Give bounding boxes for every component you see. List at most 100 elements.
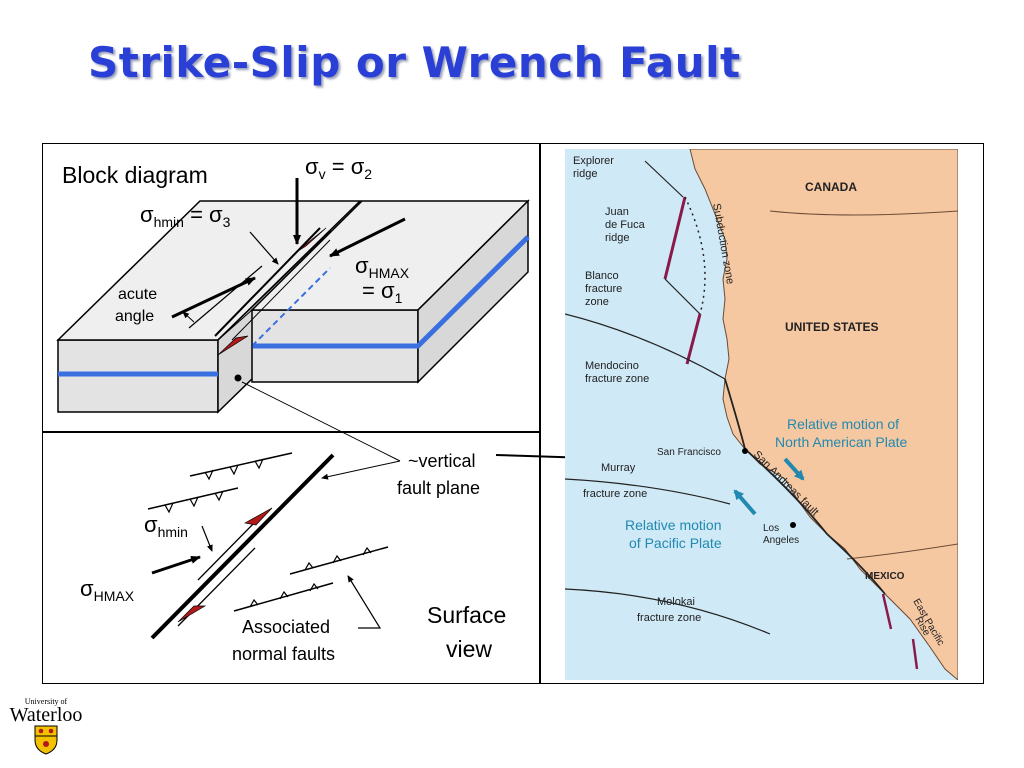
associated-label-1: Associated xyxy=(242,617,330,637)
na-motion-label-2: North American Plate xyxy=(775,434,907,450)
equals-sign: = xyxy=(190,202,203,227)
normal-fault-1 xyxy=(189,452,293,481)
sf-dot xyxy=(742,448,748,454)
surface-hmax-subscript: HMAX xyxy=(94,588,135,604)
murray-label-1: Murray xyxy=(601,462,636,474)
equals-sign: = xyxy=(332,154,345,179)
sigma-1-label: = σ1 xyxy=(362,278,403,306)
hmax-subscript: HMAX xyxy=(369,265,410,281)
surface-hmax-label: σHMAX xyxy=(80,576,135,604)
normal-fault-2 xyxy=(147,487,239,514)
sigma-glyph: σ xyxy=(305,154,319,179)
sigma-hmax-arrow xyxy=(329,217,406,258)
surface-view-label-2: view xyxy=(446,636,492,662)
juan-label-2: de Fuca xyxy=(605,219,646,231)
fault-plane-label-2: fault plane xyxy=(397,478,480,498)
sigma-v-subscript: v xyxy=(319,166,326,182)
pac-motion-label-2: of Pacific Plate xyxy=(629,535,722,551)
slide-title: Strike-Slip or Wrench Fault xyxy=(88,38,741,87)
normal-fault-3 xyxy=(289,546,389,575)
sigma-3-subscript: 3 xyxy=(223,214,231,230)
acute-angle-label-1: acute xyxy=(118,286,157,303)
fault-plane-pointer-up xyxy=(241,381,401,462)
sf-label: San Francisco xyxy=(657,447,721,458)
equals-sign: = xyxy=(362,278,375,303)
juan-label-1: Juan xyxy=(605,206,629,218)
na-motion-arrow xyxy=(783,457,805,481)
block-diagram-label: Block diagram xyxy=(62,162,208,188)
explorer-fracture xyxy=(644,160,684,198)
blanco-label-1: Blanco xyxy=(585,270,619,282)
canada-us-border xyxy=(769,210,958,216)
pac-motion-arrow xyxy=(733,489,757,516)
surface-view-label-1: Surface xyxy=(427,602,506,628)
figure-frame xyxy=(42,143,984,684)
crest-icon xyxy=(34,725,58,755)
la-dot xyxy=(790,522,796,528)
normal-fault-4 xyxy=(233,582,334,612)
sigma-v-label: σv = σ2 xyxy=(305,154,372,182)
surface-hmin-label: σhmin xyxy=(144,512,188,540)
slip-arrow-lower xyxy=(217,335,249,356)
na-motion-label-1: Relative motion of xyxy=(787,416,899,432)
mexico-label: MEXICO xyxy=(865,571,905,582)
juan-label-3: ridge xyxy=(605,232,629,244)
sigma-hmin-label: σhmin = σ3 xyxy=(140,202,231,230)
fault-point xyxy=(234,374,242,382)
blanco-fracture xyxy=(664,278,701,315)
surface-slip-arrow-upper xyxy=(243,507,273,526)
la-label-1: Los xyxy=(763,523,779,534)
surface-hmax-arrow xyxy=(151,555,201,575)
surface-slip-arrow-lower xyxy=(177,605,207,623)
acute-angle-pointer xyxy=(182,311,195,323)
molokai-label-2: fracture zone xyxy=(637,612,701,624)
plate-boundary-map: Explorer ridge Juan de Fuca ridge Blanco… xyxy=(565,149,958,680)
blanco-ridge xyxy=(685,313,702,365)
horizontal-divider xyxy=(42,431,540,433)
hmax-lower-arrow xyxy=(171,276,256,319)
molokai-label-1: Molokai xyxy=(657,596,695,608)
logo-small-text: University of xyxy=(24,697,68,706)
mendocino-fracture xyxy=(565,313,726,380)
offset-marker-line-right xyxy=(252,235,530,349)
explorer-label-1: Explorer xyxy=(573,155,614,167)
sigma-glyph: σ xyxy=(209,202,223,227)
fault-plane-label-1: ~vertical xyxy=(408,451,476,471)
juan-de-fuca-ridge xyxy=(663,196,687,280)
usa-label: UNITED STATES xyxy=(785,320,879,334)
surface-hmin-arrow xyxy=(201,525,213,552)
pac-motion-label-1: Relative motion xyxy=(625,517,722,533)
sigma-glyph: σ xyxy=(144,512,158,537)
surface-hmin-subscript: hmin xyxy=(158,524,188,540)
sigma-glyph: σ xyxy=(381,278,395,303)
university-logo: University of Waterloo xyxy=(6,697,86,761)
blanco-label-2: fracture xyxy=(585,283,622,295)
explorer-label-2: ridge xyxy=(573,168,597,180)
mendocino-label-2: fracture zone xyxy=(585,373,649,385)
gulf-ridge-2 xyxy=(911,638,919,670)
north-america-land xyxy=(689,149,958,680)
murray-fracture xyxy=(565,478,731,505)
molokai-fracture xyxy=(565,588,771,635)
murray-label-2: fracture zone xyxy=(583,488,647,500)
hmin-subscript: hmin xyxy=(154,214,184,230)
gulf-ridge-1 xyxy=(881,593,893,630)
san-andreas-fault xyxy=(724,378,886,595)
sigma-hmax-label: σHMAX xyxy=(355,253,410,281)
logo-wordmark: Waterloo xyxy=(9,704,83,726)
sigma-glyph: σ xyxy=(80,576,94,601)
sigma-hmin-arrow xyxy=(249,231,279,265)
sigma-glyph: σ xyxy=(355,253,369,278)
main-fault-trace xyxy=(150,453,335,640)
sigma-glyph: σ xyxy=(351,154,365,179)
sigma-2-subscript: 2 xyxy=(364,166,372,182)
sigma-1-subscript: 1 xyxy=(395,290,403,306)
us-mexico-border xyxy=(846,543,958,560)
vertical-divider xyxy=(539,143,541,684)
mendocino-label-1: Mendocino xyxy=(585,360,639,372)
associated-label-2: normal faults xyxy=(232,644,335,664)
associated-pointer xyxy=(347,575,382,629)
acute-angle-label-2: angle xyxy=(115,308,154,325)
canada-label: CANADA xyxy=(805,180,857,194)
